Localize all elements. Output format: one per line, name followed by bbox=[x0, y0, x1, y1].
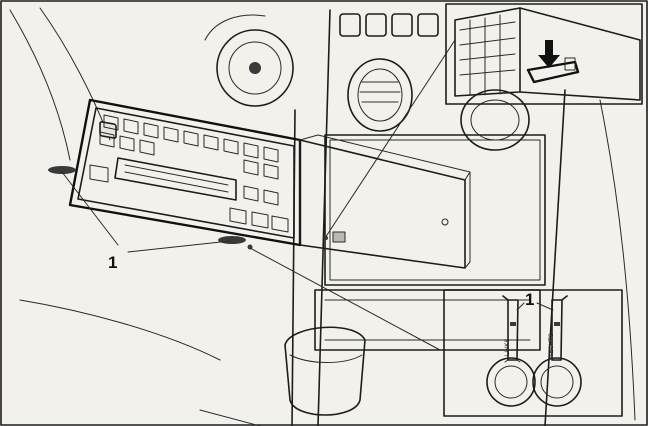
steering-hub bbox=[204, 14, 294, 107]
connector-block bbox=[332, 231, 346, 243]
radio-slot bbox=[324, 134, 546, 286]
button-grid bbox=[99, 114, 279, 180]
console-right-edge bbox=[544, 89, 566, 426]
floor-line bbox=[199, 409, 261, 426]
tool-label-right: RECHTS bbox=[549, 333, 555, 358]
leader-line-inset-top bbox=[324, 39, 456, 239]
air-vent-left bbox=[347, 58, 413, 132]
tool-leader-left bbox=[516, 302, 525, 311]
radio-unit bbox=[48, 98, 471, 269]
release-slot-left bbox=[48, 166, 76, 174]
inset-removal-tools: LINKS RECHTS 1 bbox=[443, 289, 623, 417]
top-switch-row bbox=[339, 13, 439, 37]
console-far-right bbox=[599, 99, 636, 421]
removal-tool-right: RECHTS bbox=[532, 295, 582, 407]
removal-tool-left: LINKS bbox=[486, 295, 536, 407]
radio-slot-inner bbox=[329, 139, 541, 281]
air-vent-right bbox=[460, 89, 530, 151]
release-slot-right bbox=[218, 236, 246, 244]
dash-curve-left bbox=[9, 9, 71, 161]
release-clip bbox=[526, 60, 580, 84]
callout-label-main: 1 bbox=[108, 253, 117, 272]
tool-label-left: LINKS bbox=[505, 339, 511, 356]
dash-lower-curve bbox=[19, 299, 221, 361]
dashboard-background bbox=[9, 7, 636, 426]
callout-label-inset: 1 bbox=[525, 290, 534, 309]
leader-line-inset-tool bbox=[249, 247, 441, 351]
dash-curve-left-2 bbox=[39, 7, 111, 141]
console-inner-edge bbox=[317, 9, 331, 426]
leader-line-left bbox=[61, 171, 119, 246]
lower-compartment bbox=[314, 289, 541, 351]
radio-display bbox=[114, 157, 237, 201]
leader-line-right bbox=[127, 240, 231, 253]
gear-knob bbox=[284, 326, 366, 416]
tool-leader-right bbox=[536, 302, 554, 311]
inset-clip-detail bbox=[445, 3, 643, 105]
down-arrow-icon bbox=[538, 40, 560, 68]
button-grid-lower bbox=[89, 164, 289, 233]
